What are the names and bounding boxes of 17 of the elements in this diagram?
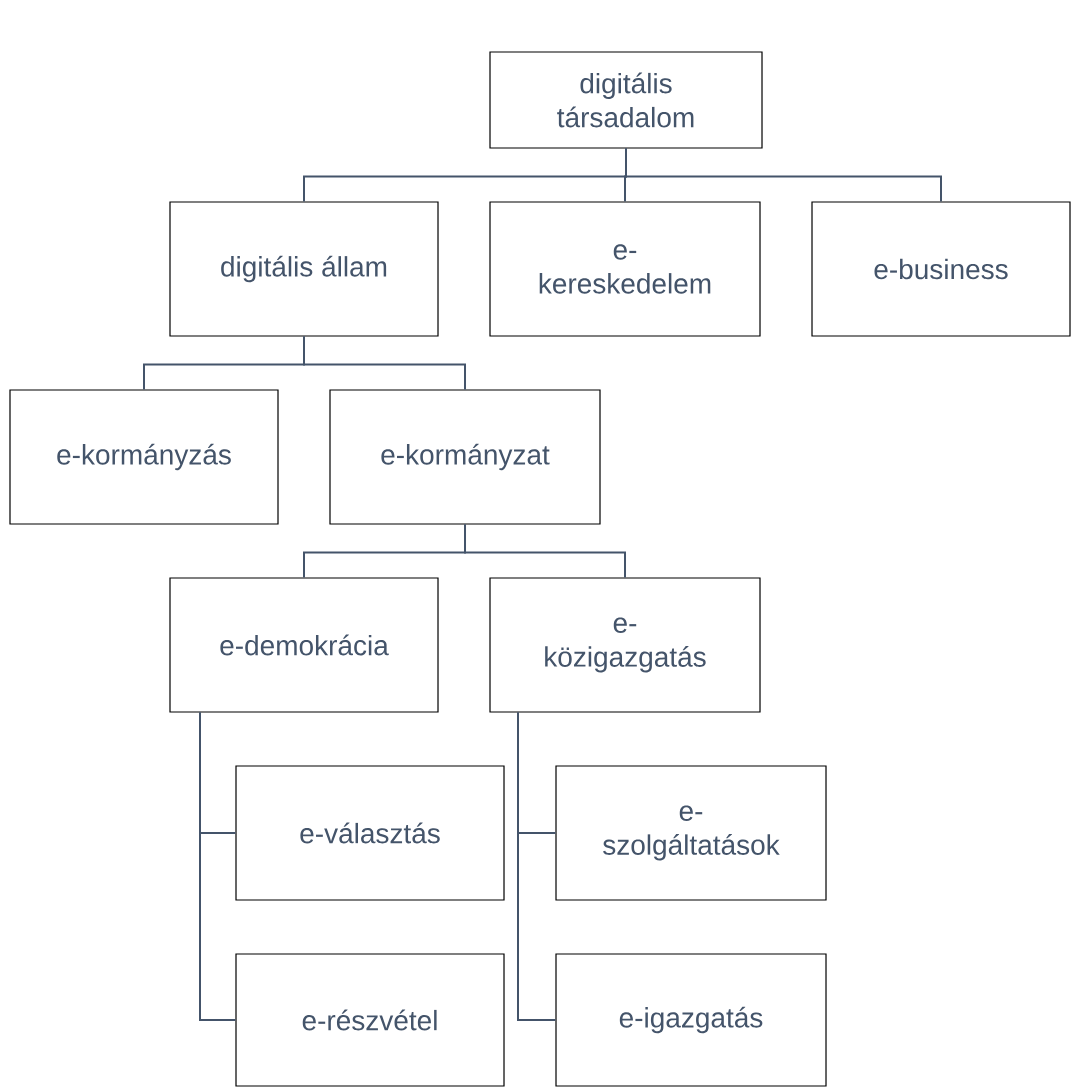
connector (199, 711, 237, 1021)
connector (625, 147, 942, 203)
connector (517, 711, 557, 1021)
org-box: e-demokrácia (169, 577, 439, 713)
connector (464, 523, 626, 579)
org-box: e-igazgatás (555, 953, 827, 1087)
org-box: e-közigazgatás (489, 577, 761, 713)
org-box: e-részvétel (235, 953, 505, 1087)
org-box: e-kormányzat (329, 389, 601, 525)
connector (303, 335, 466, 391)
org-box: digitális állam (169, 201, 439, 337)
org-box: digitális társadalom (489, 51, 763, 149)
org-box: e-szolgáltatások (555, 765, 827, 901)
org-box: e-business (811, 201, 1071, 337)
org-box: e-kormányzás (9, 389, 279, 525)
org-box: e-kereskedelem (489, 201, 761, 337)
org-box: e-választás (235, 765, 505, 901)
